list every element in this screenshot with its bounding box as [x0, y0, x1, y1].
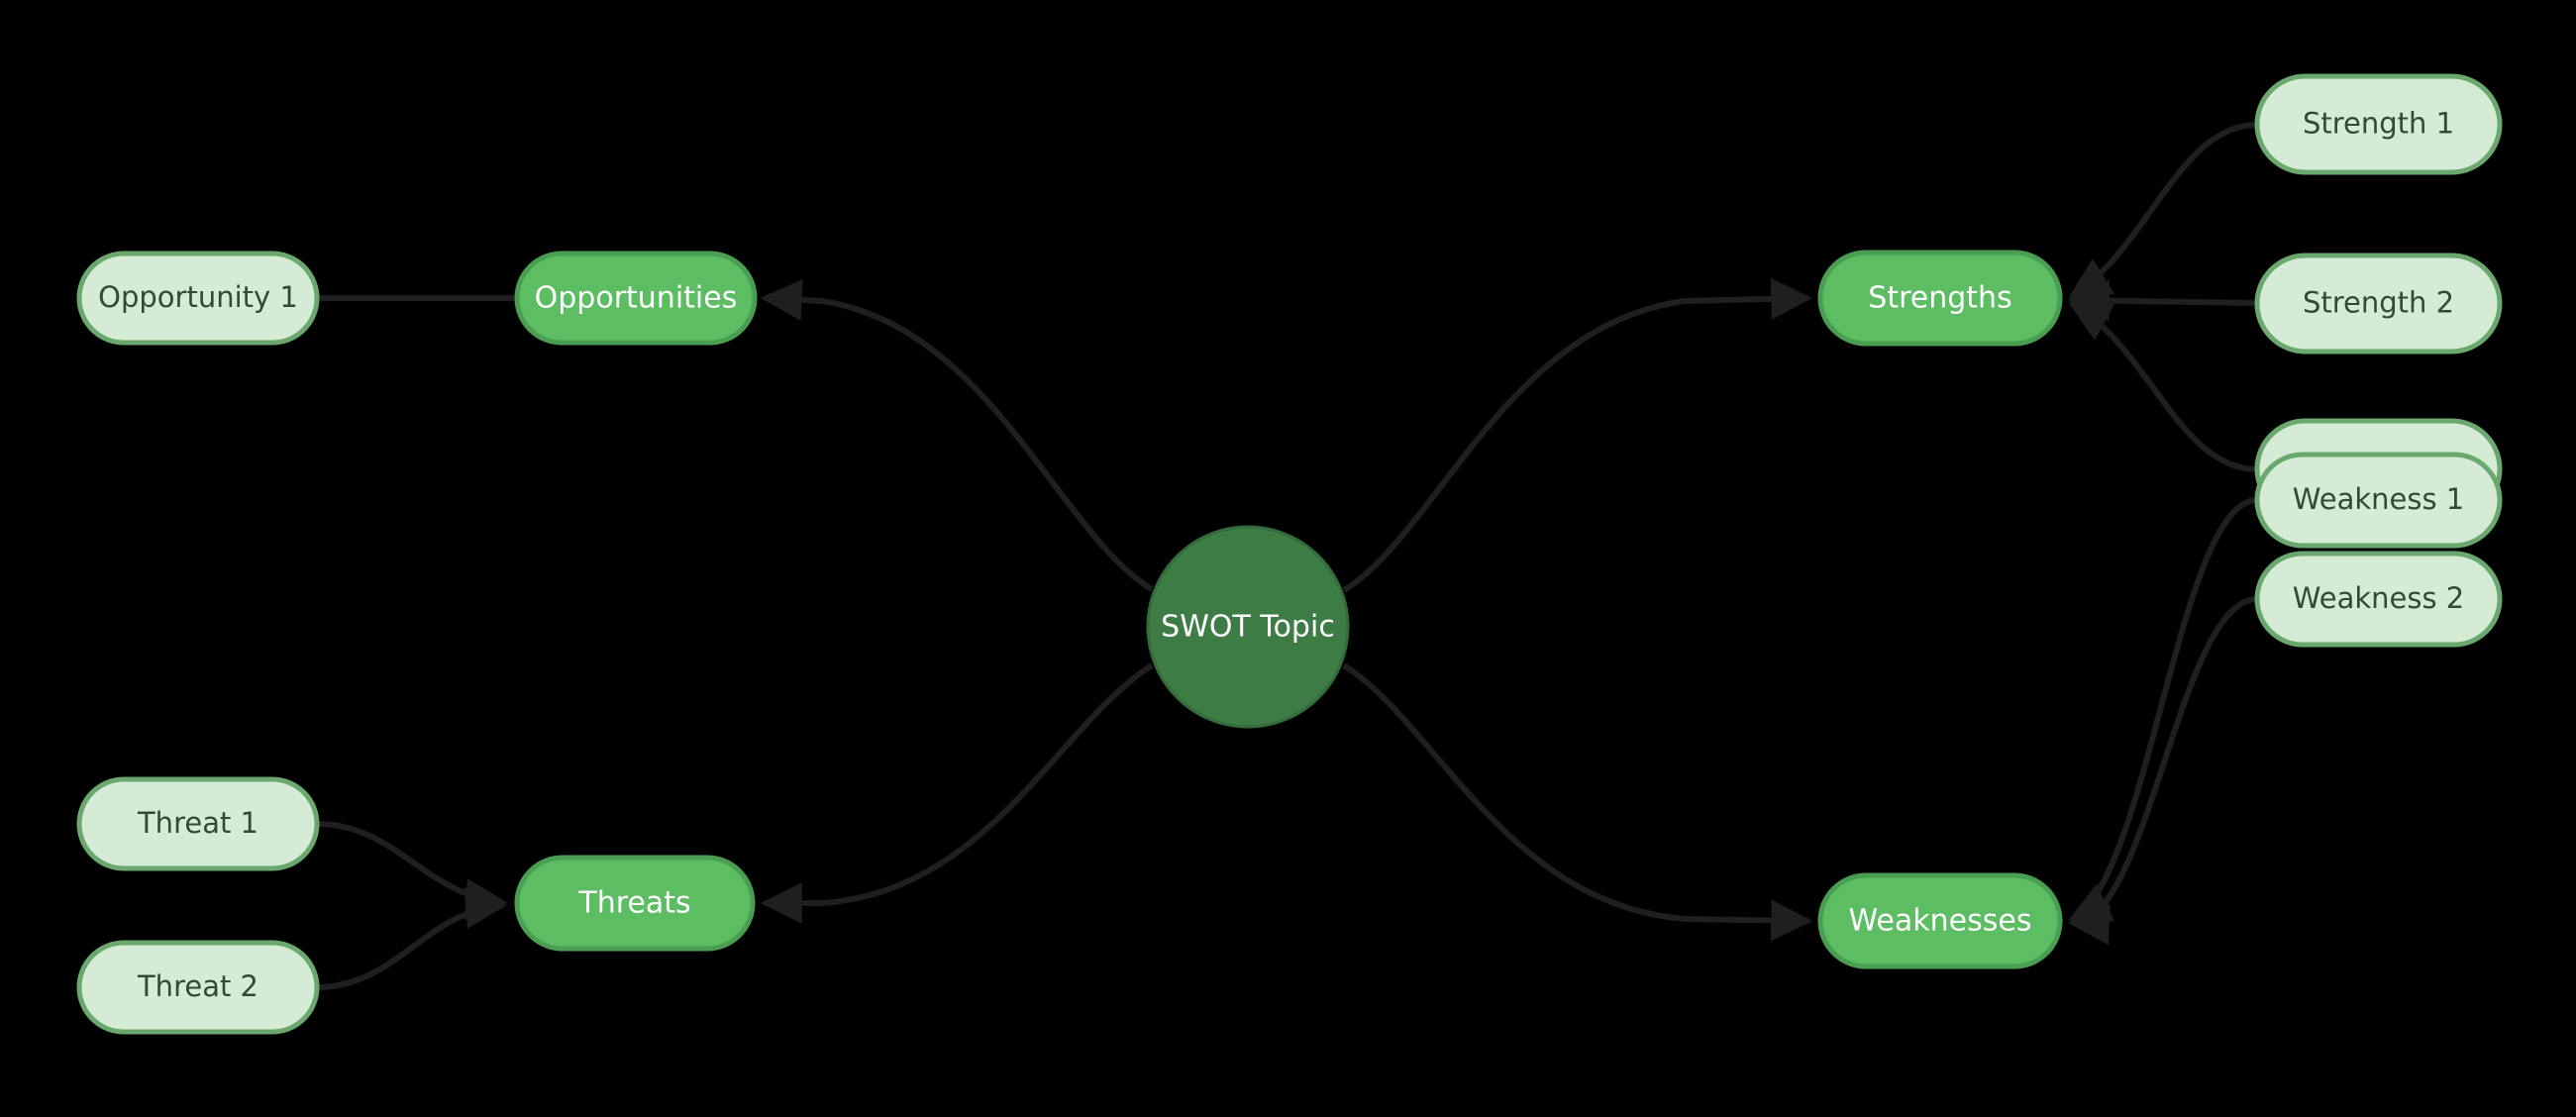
node-threat-2[interactable]: Threat 2: [76, 940, 320, 1035]
edge-root-to-weaknesses: [1342, 662, 1813, 942]
edge-root-to-threats: [760, 662, 1154, 924]
edge-strength3-to-strengths: [2068, 301, 2258, 472]
node-threat-1-shape: [76, 776, 320, 871]
node-weaknesses[interactable]: Weaknesses: [1817, 872, 2063, 969]
edge-threat1-to-threats: [316, 821, 508, 921]
node-weakness-2[interactable]: Weakness 2: [2254, 551, 2503, 648]
edge-strength1-to-strengths: [2068, 122, 2258, 299]
edge-strength2-to-strengths: [2067, 279, 2258, 322]
edge-root-to-opportunities: [760, 278, 1154, 592]
edge-root-to-strengths: [1342, 277, 1813, 593]
node-root[interactable]: SWOT Topic: [1146, 525, 1350, 729]
node-strengths[interactable]: Strengths: [1817, 250, 2063, 347]
node-strength-1-shape: [2254, 73, 2503, 175]
node-weakness-1[interactable]: Weakness 1: [2254, 452, 2503, 549]
node-opportunities-shape: [514, 251, 758, 346]
edges-layer: [316, 122, 2258, 990]
edge-threat2-to-threats: [316, 886, 508, 990]
node-weaknesses-shape: [1817, 872, 2063, 969]
node-strengths-shape: [1817, 250, 2063, 347]
node-opportunities[interactable]: Opportunities: [514, 251, 758, 346]
node-threats[interactable]: Threats: [514, 855, 756, 952]
node-root-shape: [1146, 525, 1350, 729]
node-opportunity-1-shape: [76, 251, 320, 346]
node-strength-2-shape: [2254, 253, 2503, 355]
node-weakness-2-shape: [2254, 551, 2503, 648]
node-threat-1[interactable]: Threat 1: [76, 776, 320, 871]
node-threat-2-shape: [76, 940, 320, 1035]
node-opportunity-1[interactable]: Opportunity 1: [76, 251, 320, 346]
edge-weakness2-to-weaknesses: [2067, 596, 2258, 946]
node-weakness-1-shape: [2254, 452, 2503, 549]
edge-weakness1-to-weaknesses: [2068, 497, 2258, 922]
node-strength-2[interactable]: Strength 2: [2254, 253, 2503, 355]
node-strength-1[interactable]: Strength 1: [2254, 73, 2503, 175]
node-threats-shape: [514, 855, 756, 952]
